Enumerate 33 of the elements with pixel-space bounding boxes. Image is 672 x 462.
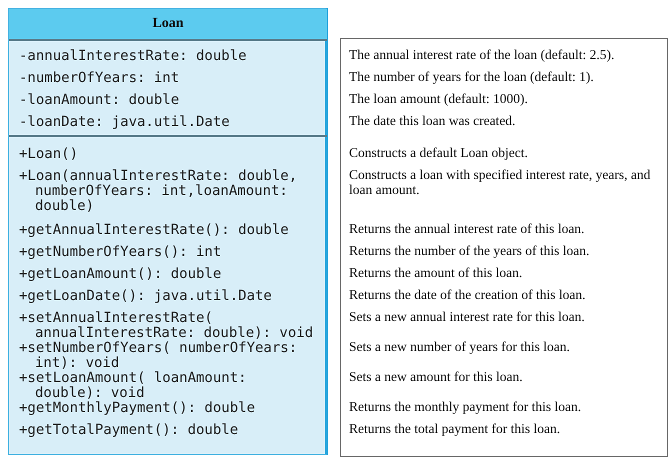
method-text: +getLoanDate(): java.util.Date (19, 289, 273, 304)
class-box (8, 8, 328, 455)
description-text: Returns the amount of this loan. (349, 265, 524, 280)
description-text: Returns the annual interest rate of this loan. (349, 221, 586, 236)
method-text: +getLoanAmount(): double (19, 267, 222, 282)
description-text: The loan amount (default: 1000). (349, 91, 529, 106)
description-text: Returns the monthly payment for this loan. (349, 399, 582, 414)
method-text: +setNumberOfYears( numberOfYears: int): void (19, 341, 298, 371)
method-text: +setLoanAmount( loanAmount: double): void (19, 371, 248, 401)
description-text: The number of years for the loan (default: 1). (349, 69, 595, 84)
method-text: +getTotalPayment(): double (19, 423, 240, 438)
method-text: +setAnnualInterestRate( annualInterestRate: double): void (19, 311, 314, 341)
method-text: +getNumberOfYears(): int (19, 245, 222, 260)
description-text: Returns the total payment for this loan. (349, 421, 562, 436)
attribute-text: -annualInterestRate: double (19, 49, 248, 64)
attribute-text: -numberOfYears: int (19, 71, 180, 86)
class-name: Loan (151, 16, 185, 32)
description-text: Sets a new annual interest rate for this loan. (349, 309, 586, 324)
method-text: +Loan() (19, 147, 80, 162)
method-text: +getAnnualInterestRate(): double (19, 223, 290, 238)
description-text: Sets a new amount for this loan. (349, 369, 524, 384)
description-text: The date this loan was created. (349, 113, 516, 128)
description-text: Returns the number of the years of this loan. (349, 243, 590, 258)
attribute-text: -loanAmount: double (19, 93, 180, 108)
description-panel (340, 38, 668, 457)
description-text: The annual interest rate of the loan (default: 2.5). (349, 47, 616, 62)
description-text: Constructs a default Loan object. (349, 145, 529, 160)
description-text: Returns the date of the creation of this loan. (349, 287, 587, 302)
attribute-text: -loanDate: java.util.Date (19, 115, 231, 130)
method-text: +getMonthlyPayment(): double (19, 401, 256, 416)
description-text: Constructs a loan with specified interest rate, years, and loan amount. (349, 167, 652, 197)
method-text: +Loan(annualInterestRate: double, numberOfYears: int,loanAmount: double) (19, 169, 298, 214)
description-text: Sets a new number of years for this loan. (349, 339, 571, 354)
